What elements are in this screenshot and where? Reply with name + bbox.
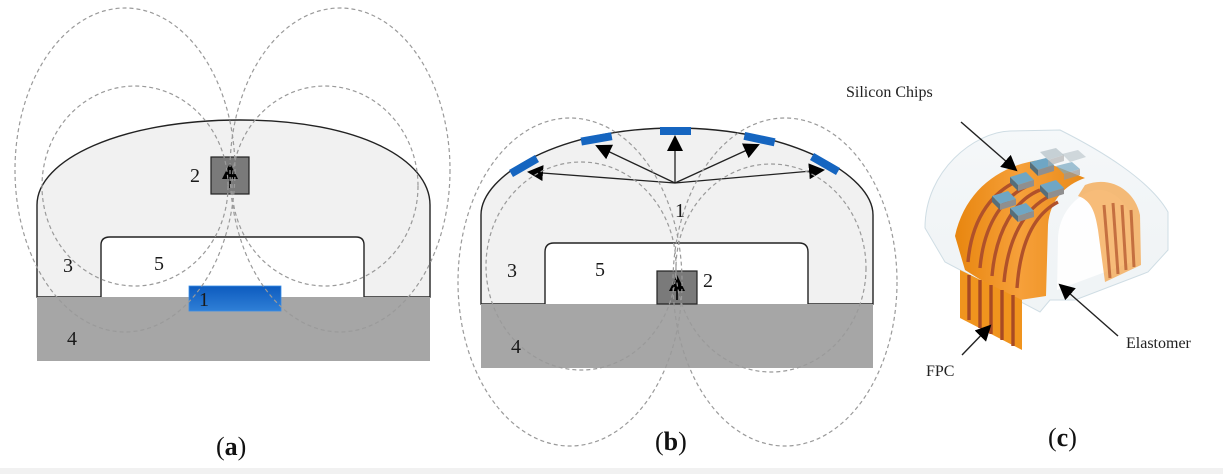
label-elastomer-b: 3 — [507, 260, 517, 282]
sensor-array-b — [509, 127, 840, 177]
label-magnet-a: 2 — [190, 165, 200, 187]
elastomer-body-b — [480, 127, 874, 305]
chip — [1010, 203, 1034, 222]
label-elastomer: Elastomer — [1126, 335, 1192, 352]
fpc-tail-traces — [967, 275, 1015, 346]
panel-a: 1 2 3 4 5 (a) — [14, 7, 451, 461]
chip — [1062, 150, 1086, 162]
hall-sensor-b-2 — [580, 132, 613, 146]
label-substrate-b: 4 — [511, 336, 521, 358]
label-sensor-b: 1 — [675, 200, 685, 222]
hall-sensor-b-4 — [743, 131, 776, 147]
hall-sensor-b-3 — [660, 127, 691, 135]
label-silicon-chips: Silicon Chips — [846, 84, 933, 101]
label-substrate-a: 4 — [67, 328, 77, 350]
label-magnet-b: 2 — [703, 270, 713, 292]
substrate-b — [481, 304, 873, 368]
callout-arrow-elastomer — [1058, 283, 1119, 337]
label-sensor-a: 1 — [199, 289, 209, 311]
label-elastomer-a: 3 — [63, 255, 73, 277]
panel-c: Silicon Chips FPC Elastomer (c) — [846, 84, 1192, 452]
silicon-chips — [992, 148, 1086, 222]
hall-sensor-b-5 — [810, 153, 840, 175]
sensing-arrows-b — [527, 135, 825, 184]
label-cavity-a: 5 — [154, 253, 164, 275]
chip — [1056, 162, 1080, 180]
field-lines-b — [457, 117, 898, 447]
label-fpc: FPC — [926, 363, 954, 380]
caption-a: (a) — [216, 432, 246, 461]
chip — [992, 191, 1016, 210]
caption-c: (c) — [1048, 423, 1077, 452]
label-cavity-b: 5 — [595, 259, 605, 281]
panel-b: 1 2 3 4 5 (b) — [457, 117, 898, 456]
chip — [1040, 148, 1064, 166]
figure-bottom-border — [0, 468, 1223, 474]
field-lines-a — [14, 7, 451, 333]
hall-sensor-b-1 — [509, 155, 539, 177]
caption-b: (b) — [655, 427, 687, 456]
callout-arrow-chips — [960, 121, 1018, 172]
fpc-back-traces — [1102, 202, 1136, 279]
chip — [1040, 180, 1064, 199]
chip — [1010, 172, 1034, 191]
fpc-traces — [966, 178, 1059, 289]
callout-arrow-fpc — [961, 324, 992, 356]
